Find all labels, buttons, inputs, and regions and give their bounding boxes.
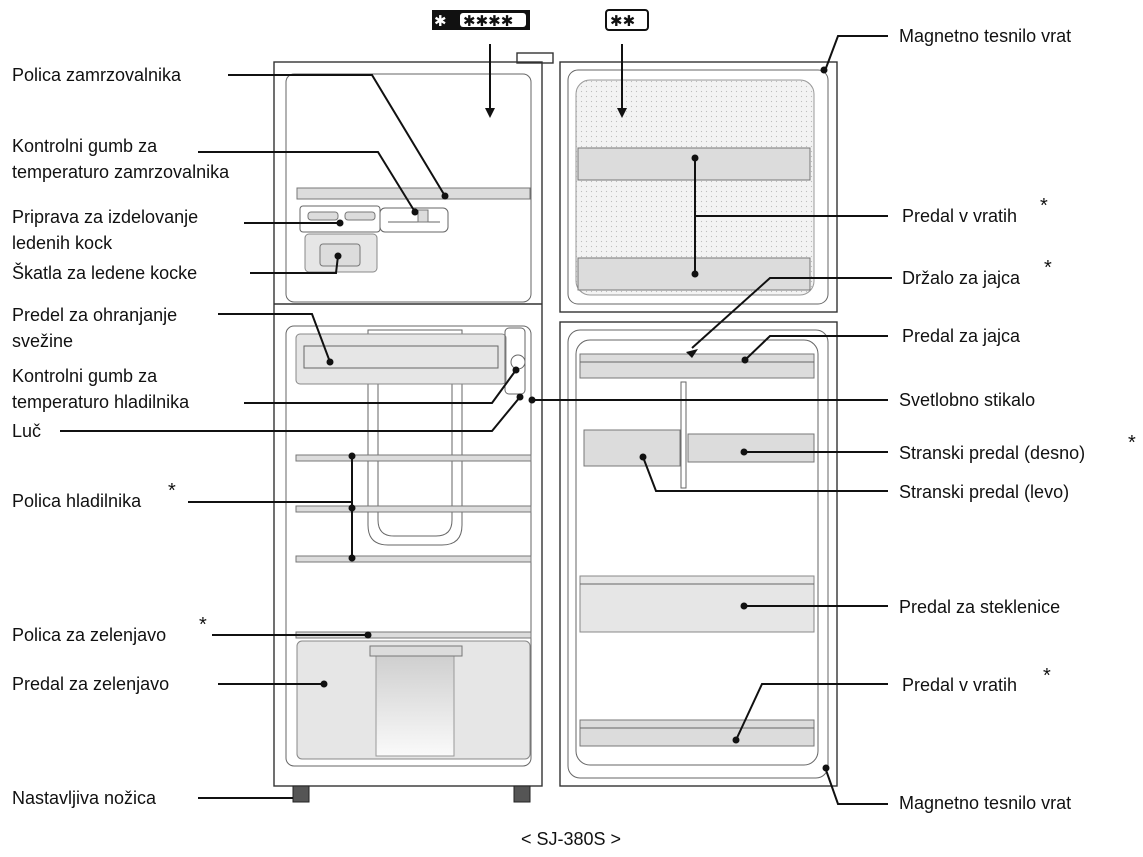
freezer-compartment [285,73,532,303]
fridge-shelf [295,454,532,462]
fridge-control-knob [504,327,526,395]
ice-maker [299,205,381,233]
label-freshness-line2: svežine [12,331,73,351]
freezer-control-knob [379,207,449,233]
fridge-compartment [285,325,532,767]
freshness-compartment [295,333,507,385]
left-labels: Polica zamrzovalnika Kontrolni gumb za t… [12,65,230,808]
label-side-pocket-right: Stranski predal (desno) [899,443,1085,463]
refrigerator-doors [559,61,838,787]
cabinet-top-tab [516,52,554,64]
fridge-shelf [295,505,532,513]
label-ice-maker-line2: ledenih kock [12,233,113,253]
label-fridge-knob-line1: Kontrolni gumb za [12,366,158,386]
right-labels: Magnetno tesnilo vrat Predal v vratih * … [899,26,1136,813]
label-freshness-line1: Predel za ohranjanje [12,305,177,325]
svg-text:✱: ✱ [434,12,447,30]
asterisk-door-pocket-bottom: * [1043,665,1051,687]
door-divider-bar [680,381,687,489]
label-door-pocket-top: Predal v vratih [902,206,1017,226]
label-fridge-shelf: Polica hladilnika [12,491,142,511]
model-name: < SJ-380S > [521,829,621,849]
door-star-rating-badge: ✱✱ [605,9,649,31]
label-vegetable-drawer: Predal za zelenjavo [12,674,169,694]
fridge-shelf [295,555,532,563]
bottle-pocket [579,575,815,633]
svg-text:✱✱: ✱✱ [610,12,635,30]
bottom-door-pocket [579,719,815,747]
label-ice-cube-box: Škatla za ledene kocke [12,262,197,283]
label-light-switch: Svetlobno stikalo [899,390,1035,410]
cabinet-outline [273,61,543,787]
label-door-pocket-bottom: Predal v vratih [902,675,1017,695]
label-ice-maker-line1: Priprava za izdelovanje [12,207,198,227]
adjustable-foot [292,785,310,803]
label-lamp: Luč [12,421,41,441]
label-side-pocket-left: Stranski predal (levo) [899,482,1069,502]
label-adjustable-foot: Nastavljiva nožica [12,788,157,808]
side-pocket-right [687,433,815,463]
freezer-shelf [296,187,531,200]
adjustable-foot [513,785,531,803]
freezer-star-rating-badge: ✱ ✱✱✱✱ [432,10,530,30]
left-leader-lines [60,74,524,799]
asterisk-door-pocket-top: * [1040,195,1048,217]
label-vegetable-shelf: Polica za zelenjavo [12,625,166,645]
label-egg-pocket: Predal za jajca [902,326,1021,346]
right-leader-lines [528,35,892,805]
label-egg-holder: Držalo za jajca [902,268,1021,288]
asterisk-egg-holder: * [1044,257,1052,279]
asterisk-fridge-shelf: * [168,480,176,502]
label-door-seal-bottom: Magnetno tesnilo vrat [899,793,1071,813]
fridge-door [559,321,838,787]
label-freezer-knob-line1: Kontrolni gumb za [12,136,158,156]
freezer-door [559,61,838,313]
asterisk-vegetable-shelf: * [199,614,207,636]
refrigerator-cabinet [273,52,554,803]
label-door-seal-top: Magnetno tesnilo vrat [899,26,1071,46]
side-pocket-left [583,429,681,467]
label-freezer-knob-line2: temperaturo zamrzovalnika [12,162,230,182]
label-freezer-shelf: Polica zamrzovalnika [12,65,182,85]
egg-pocket [579,353,815,379]
label-fridge-knob-line2: temperaturo hladilnika [12,392,190,412]
asterisk-side-pocket-right: * [1128,432,1136,454]
ice-cube-box [304,233,378,273]
air-duct [367,329,463,546]
vegetable-drawer [296,640,531,760]
label-bottle-pocket: Predal za steklenice [899,597,1060,617]
svg-text:✱✱✱✱: ✱✱✱✱ [463,12,513,30]
